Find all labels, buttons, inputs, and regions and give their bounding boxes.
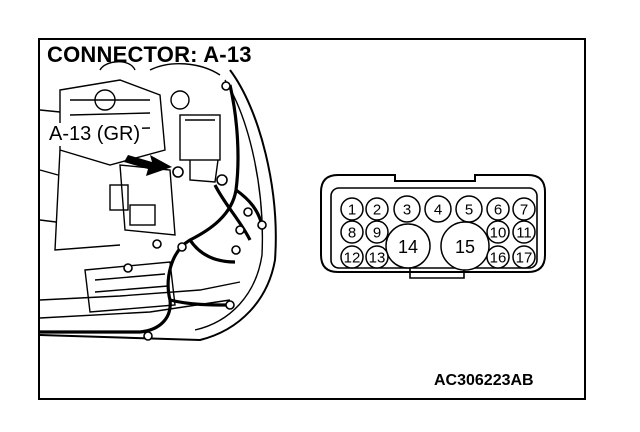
engine-bay-illustration [39,61,277,342]
connector-pin-label: 8 [348,225,356,242]
connector-pin-label: 1 [348,202,356,219]
connector-pin-11 [512,220,536,244]
connector-callout-label: A-13 (GR) [47,123,143,146]
diagram-title: CONNECTOR: A-13 [47,42,252,67]
connector-pin-8 [340,220,364,244]
connector-pin-label: 12 [344,250,361,267]
figure-code: AC306223AB [434,372,534,389]
connector-pin-label: 7 [520,202,528,219]
connector-pin-14 [385,223,431,269]
connector-face [320,174,546,279]
connector-pin-label: 2 [373,202,381,219]
connector-pin-1 [340,197,364,221]
connector-pin-2 [365,197,389,221]
connector-pin-10 [486,220,510,244]
connector-pin-4 [424,195,452,223]
connector-pin-label: 17 [516,250,533,267]
connector-pin-17 [512,245,536,269]
connector-pin-15 [440,221,490,271]
connector-pin-label: 6 [494,202,502,219]
connector-pin-label: 4 [434,202,442,219]
connector-pin-label: 5 [465,202,473,219]
connector-pin-label: 3 [403,202,411,219]
connector-pin-label: 15 [455,237,475,257]
connector-pin-9 [365,220,389,244]
connector-pin-label: 11 [516,225,532,242]
connector-pin-3 [393,195,421,223]
connector-pin-label: 14 [398,237,418,257]
connector-pin-label: 13 [369,250,386,267]
connector-pin-12 [340,245,364,269]
connector-pin-6 [486,197,510,221]
connector-pin-label: 9 [373,225,381,242]
connector-pin-13 [365,245,389,269]
connector-pin-label: 10 [490,225,507,242]
connector-pin-label: 16 [490,250,507,267]
connector-pin-7 [512,197,536,221]
connector-pin-16 [486,245,510,269]
figure-frame [38,38,586,400]
callout-arrow [124,155,172,176]
